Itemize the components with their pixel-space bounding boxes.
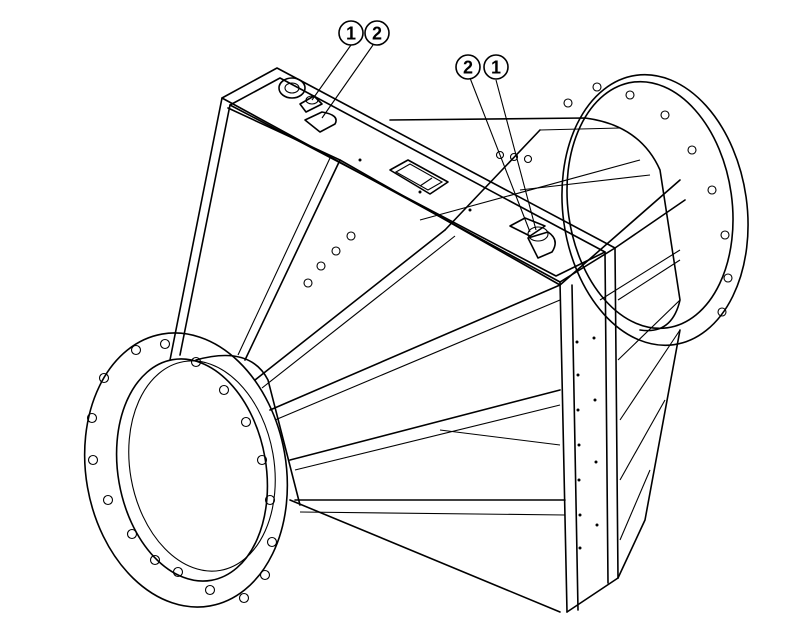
- top-slot: [389, 159, 449, 195]
- lifting-lug-right: [509, 217, 556, 259]
- rear-cone: [389, 117, 681, 332]
- callout-2b: 2: [455, 54, 481, 80]
- rear-flange: [561, 73, 749, 347]
- main-body: [169, 67, 686, 613]
- callout-label: 2: [372, 24, 382, 44]
- rear-flange-bolt-holes: [563, 82, 733, 317]
- stiffener-ribs: [227, 107, 681, 516]
- lifting-lug-left: [278, 77, 337, 133]
- front-flange-bolt-holes: [86, 338, 278, 604]
- front-flange: [83, 332, 301, 608]
- panel-bolt-holes: [303, 150, 533, 288]
- callout-1b: 1: [483, 54, 509, 80]
- top-plate: [389, 159, 449, 195]
- callout-label: 1: [491, 58, 501, 78]
- callout-2a: 2: [364, 20, 390, 46]
- edge-dots: [358, 158, 599, 550]
- leader-lines: [311, 44, 537, 233]
- callout-label: 1: [346, 24, 356, 44]
- callout-label: 2: [463, 58, 473, 78]
- callout-1a: 1: [338, 20, 364, 46]
